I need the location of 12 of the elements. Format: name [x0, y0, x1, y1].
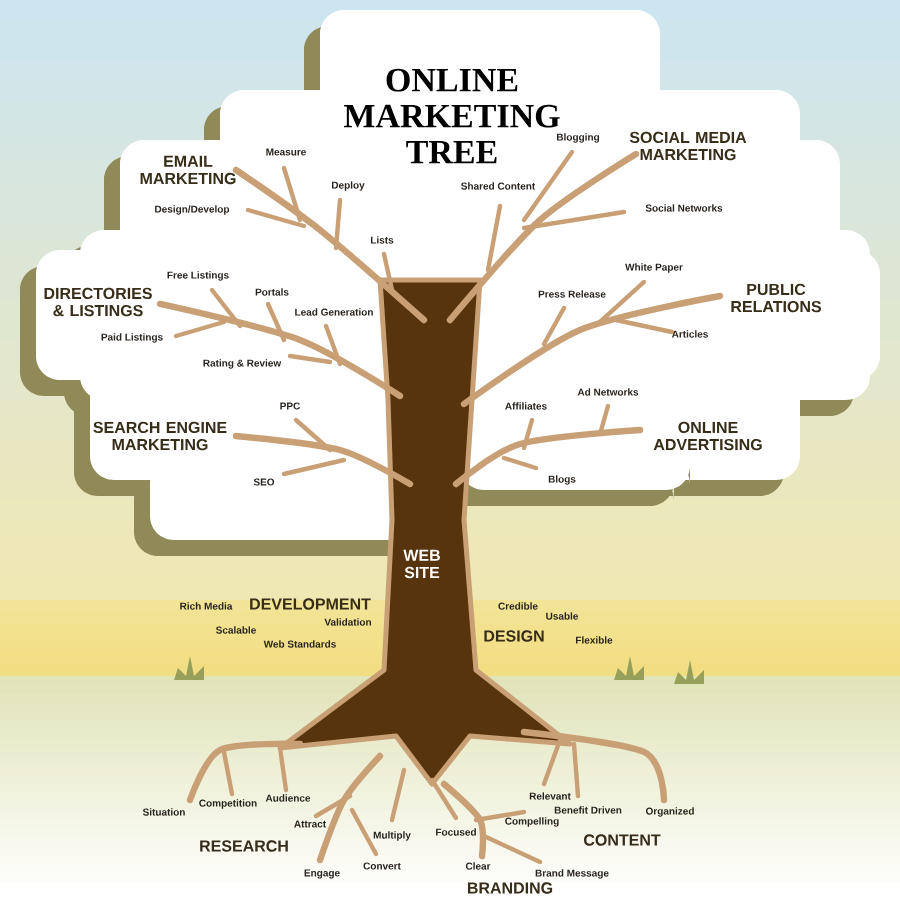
category-label: SEARCH ENGINE MARKETING — [93, 421, 227, 451]
category-label: DIRECTORIES & LISTINGS — [44, 287, 152, 317]
category-label: EMAIL MARKETING — [140, 155, 236, 185]
category-label: DEVELOPMENT — [250, 598, 371, 610]
category-label: RESEARCH — [200, 840, 288, 852]
category-label: ONLINE ADVERTISING — [653, 421, 762, 451]
category-label: PUBLIC RELATIONS — [731, 283, 821, 313]
category-label: DESIGN — [484, 630, 544, 642]
category-label: BRANDING — [467, 882, 553, 894]
category-label: CONTENT — [584, 834, 661, 846]
category-label: WEB SITE — [403, 549, 440, 579]
category-label: SOCIAL MEDIA MARKETING — [629, 131, 747, 161]
